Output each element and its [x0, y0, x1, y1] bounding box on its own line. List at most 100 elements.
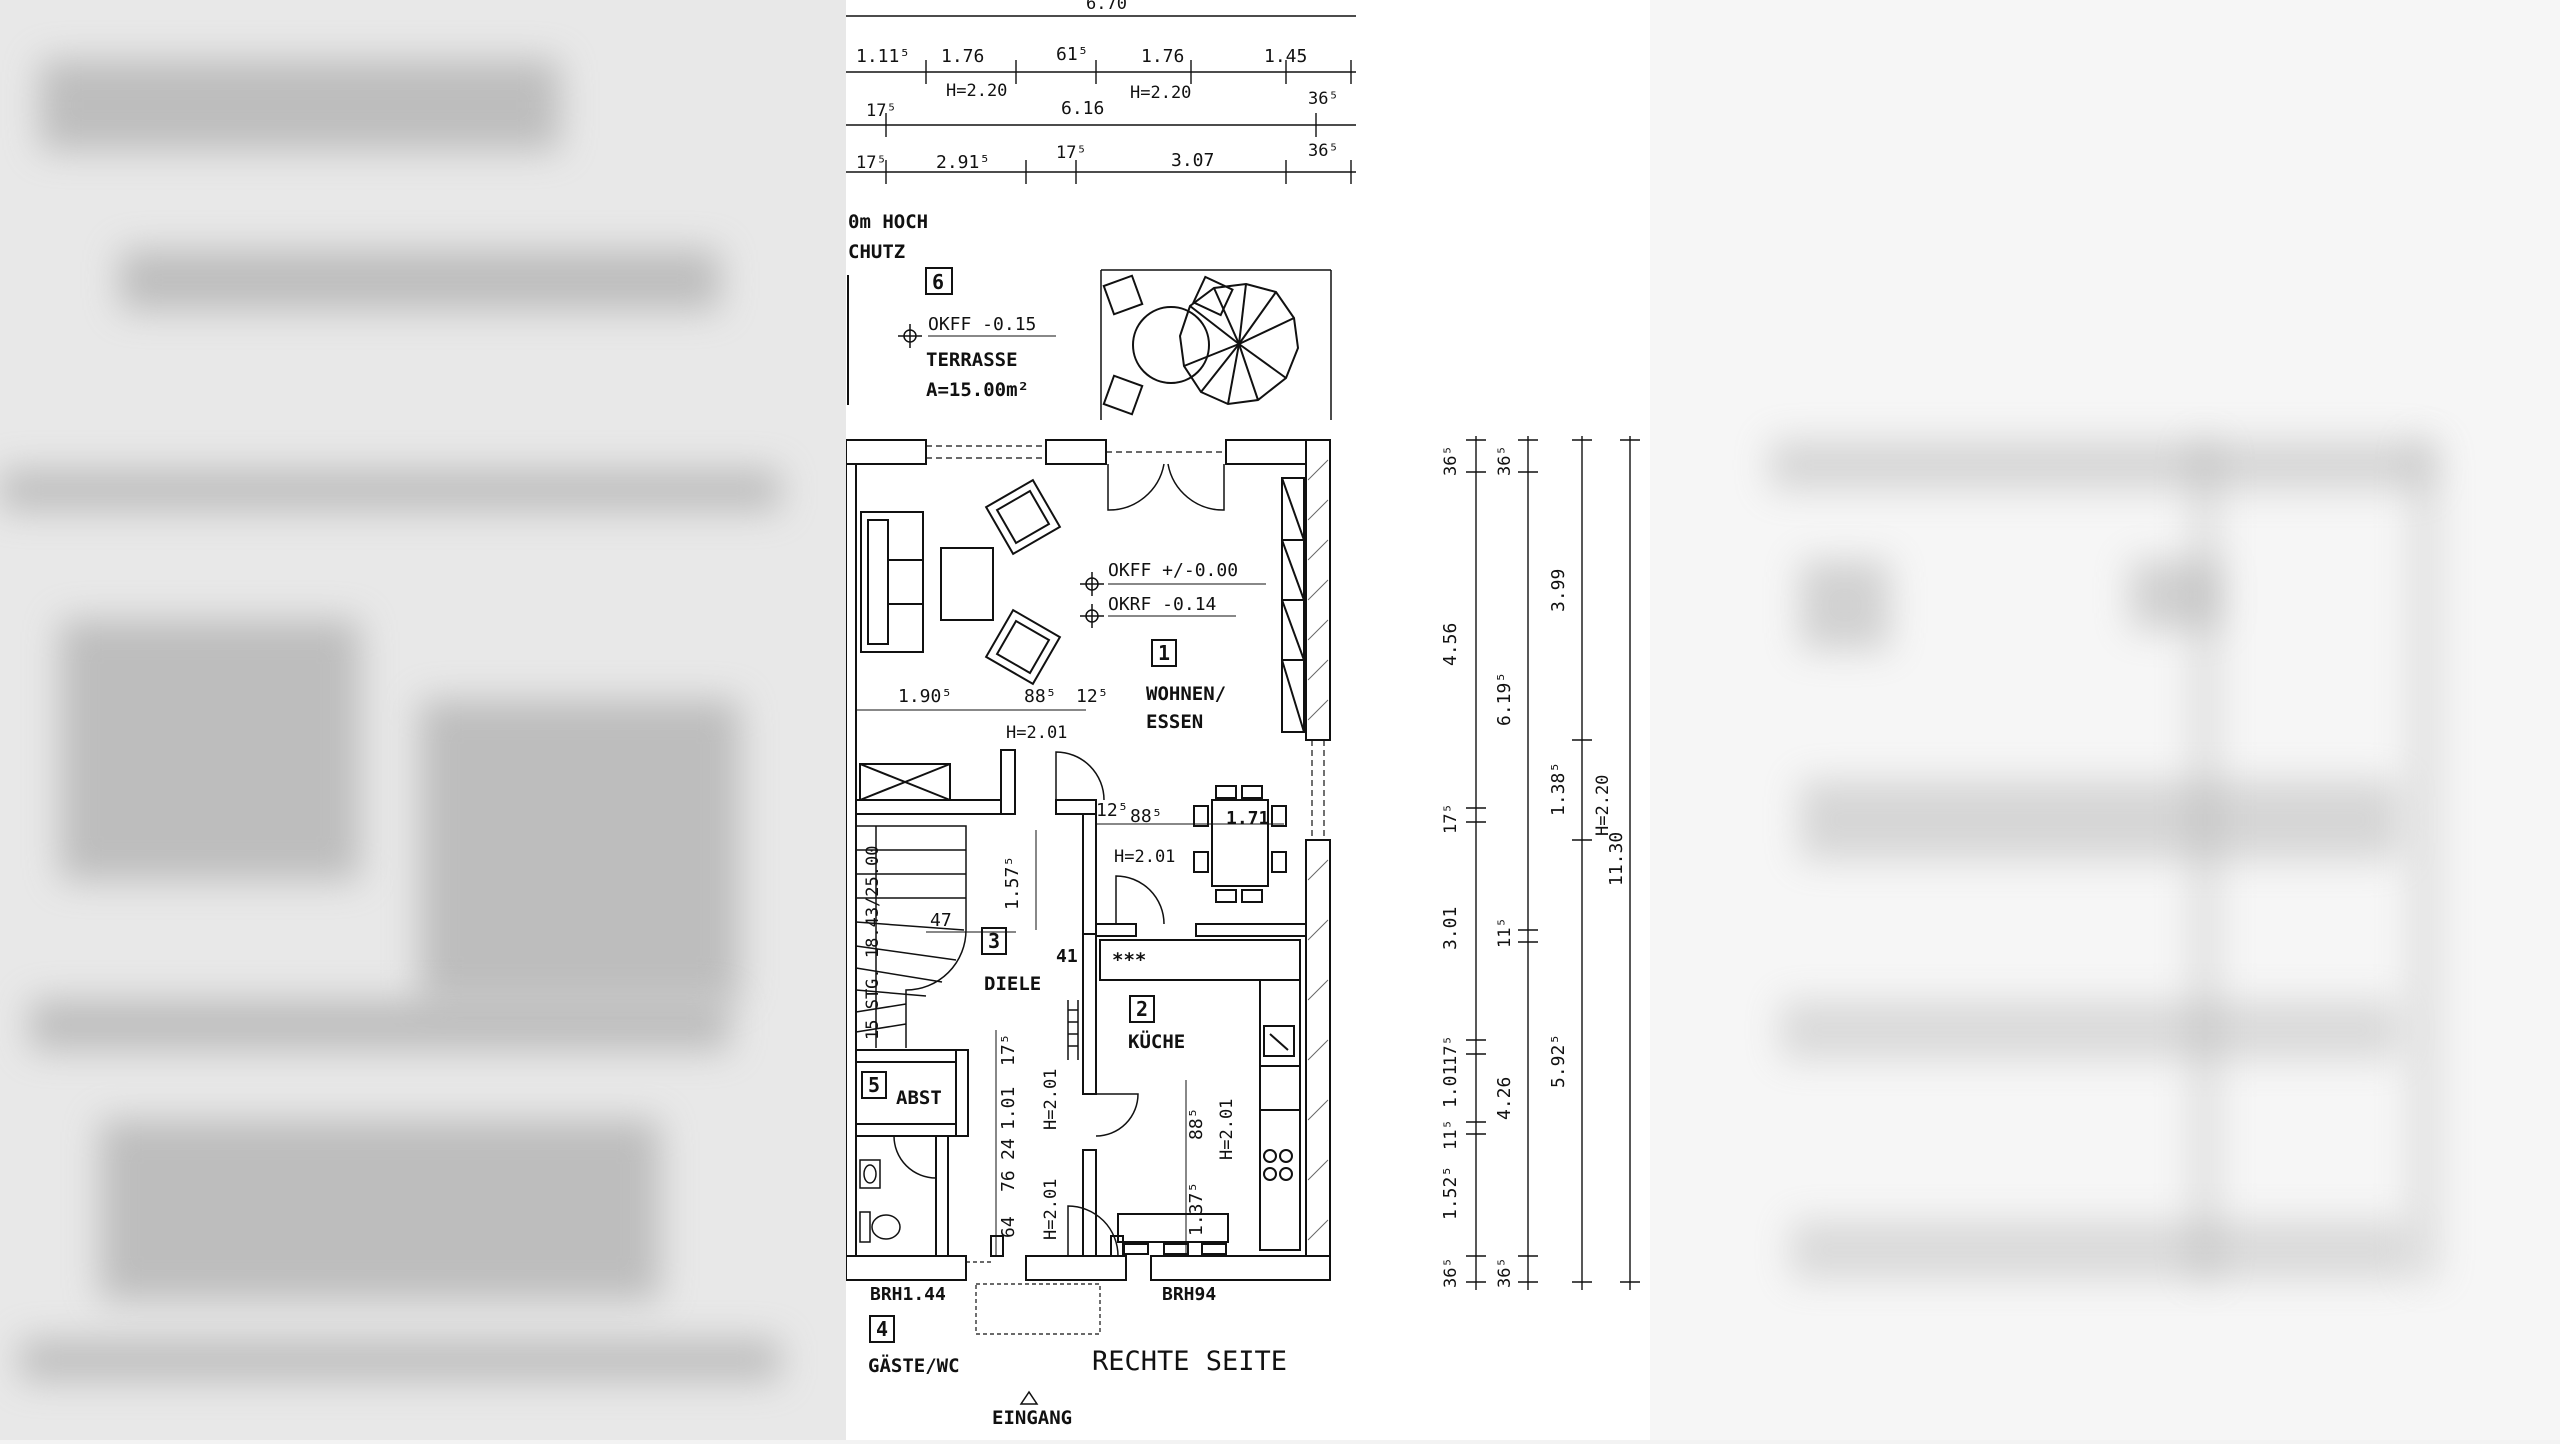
hall-dim-2: 47: [930, 910, 952, 931]
hall-dim-4: 17⁵: [998, 1033, 1019, 1066]
staircase-icon: [855, 825, 967, 1048]
dim-top-5: 1.45: [1264, 46, 1307, 67]
washbasin-icon: [859, 1159, 881, 1189]
dim-mid-1: 17⁵: [866, 101, 897, 121]
rdim-c1-7: 11⁵: [1441, 1119, 1461, 1150]
toilet-icon: [859, 1211, 901, 1243]
storage-number: 5: [868, 1073, 880, 1097]
hall-name: DIELE: [984, 973, 1041, 995]
kitchen-name: KÜCHE: [1128, 1029, 1185, 1053]
terrace-name: TERRASSE: [926, 349, 1018, 371]
dim-top-1: 1.11⁵: [856, 46, 910, 67]
door-swing-icon: [1055, 751, 1105, 801]
living-okrf: OKRF -0.14: [1108, 594, 1216, 615]
rdim-c3-3: 5.92⁵: [1548, 1034, 1569, 1088]
side-title: RECHTE SEITE: [1092, 1346, 1287, 1377]
wc-door-swing-icon: [893, 1135, 937, 1179]
hall-number: 3: [988, 929, 1000, 953]
rdim-c1-1: 36⁵: [1441, 445, 1461, 476]
hall-dim-3: 41: [1056, 946, 1078, 967]
kitchen-dim-2: 1.37⁵: [1186, 1182, 1207, 1236]
dim-mid-3: 36⁵: [1308, 89, 1339, 109]
kitchen-door-height: H=2.01: [1217, 1099, 1237, 1160]
rdim-c1-4: 3.01: [1440, 907, 1461, 950]
hall-door-height-2: H=2.01: [1041, 1179, 1061, 1240]
kitchen-table-icon: [1117, 1213, 1229, 1255]
right-dimension-chains: [1466, 436, 1640, 1290]
fireplace-icon: [859, 763, 951, 801]
height-window-2: H=2.20: [1130, 83, 1191, 103]
terrace-note-line2: CHUTZ: [848, 241, 905, 263]
kitchen-number-box: [1129, 995, 1155, 1023]
rdim-c3-2: 1.38⁵: [1548, 762, 1569, 816]
rdim-c2-2: 6.19⁵: [1494, 672, 1515, 726]
dim-bot-3: 17⁵: [1056, 143, 1087, 163]
rdim-c1-8: 1.52⁵: [1440, 1166, 1461, 1220]
hall-number-box: [981, 927, 1007, 955]
living-dim-1: 1.90⁵: [898, 686, 952, 707]
wc-number-box: [869, 1315, 895, 1343]
cabinet-icon: [1281, 477, 1305, 733]
terrace-area: A=15.00m²: [926, 379, 1029, 401]
living-name-line1: WOHNEN/: [1146, 683, 1226, 705]
kitchen-stove-marks: ***: [1112, 949, 1146, 971]
dim-bot-4: 3.07: [1171, 150, 1214, 171]
living-dim-3: 12⁵: [1076, 686, 1109, 707]
door-swing-icon: [1115, 875, 1165, 925]
dim-top-4: 1.76: [1141, 46, 1184, 67]
table-dim-3: 1.71: [1226, 808, 1269, 829]
interior-walls: [855, 749, 1307, 1257]
armchair-icon: [984, 478, 1062, 686]
entrance-door-swing-icon: [1067, 1205, 1119, 1257]
level-marker-icon: [898, 324, 922, 348]
living-door-height: H=2.01: [1006, 723, 1067, 743]
rdim-c2-4: 4.26: [1494, 1077, 1515, 1120]
wc-window-label: BRH1.44: [870, 1284, 946, 1305]
dim-top-2: 1.76: [941, 46, 984, 67]
kitchen-number: 2: [1136, 997, 1148, 1021]
hall-dim-7: 76: [998, 1170, 1019, 1192]
living-okff: OKFF +/-0.00: [1108, 560, 1238, 581]
living-number-box: [1151, 639, 1177, 667]
living-number: 1: [1158, 641, 1170, 665]
rdim-c1-5: 17⁵: [1441, 1035, 1461, 1066]
rdim-c1-9: 36⁵: [1441, 1257, 1461, 1288]
table-dim-1: 12⁵: [1096, 800, 1129, 821]
rdim-c1-2: 4.56: [1440, 623, 1461, 666]
blurred-left-background: [0, 0, 846, 1440]
coffee-table-icon: [940, 547, 994, 621]
entrance-steps-icon: [975, 1283, 1101, 1335]
floor-plan-sheet: 6.70 1.11⁵ 1.76 61⁵ 1.76 1.45 H=2.20 H=2…: [845, 0, 1650, 1440]
rdim-c2-5: 36⁵: [1495, 1257, 1515, 1288]
hall-dim-1: 1.57⁵: [1002, 856, 1023, 910]
radiator-icon: [1067, 1000, 1079, 1060]
sofa-icon: [860, 511, 924, 653]
living-name-line2: ESSEN: [1146, 711, 1203, 733]
rdim-c2-1: 36⁵: [1495, 445, 1515, 476]
terrace-level: OKFF -0.15: [928, 314, 1036, 335]
kitchen-counter-icon: [1099, 939, 1301, 1251]
dim-bot-1: 17⁵: [856, 153, 887, 173]
kitchen-dim-1: 88⁵: [1186, 1107, 1207, 1140]
hall-door-height-1: H=2.01: [1041, 1069, 1061, 1130]
kitchen-door-height-label: H=2.01: [1114, 847, 1175, 867]
rdim-c1-6: 1.01: [1440, 1065, 1461, 1108]
terrace-door-icon: [1107, 463, 1225, 511]
dim-bot-5: 36⁵: [1308, 141, 1339, 161]
kitchen-window-label: BRH94: [1162, 1284, 1216, 1305]
table-dim-2: 88⁵: [1130, 806, 1163, 827]
rdim-c2-3: 11⁵: [1495, 917, 1515, 948]
garden-table-icon: [1102, 274, 1234, 416]
living-dim-2: 88⁵: [1024, 686, 1057, 707]
door-swing-icon: [1095, 1093, 1139, 1137]
level-marker-icon: [1080, 572, 1104, 628]
hall-dim-5: 1.01: [998, 1087, 1019, 1130]
top-dimension-chains: [846, 15, 1356, 184]
dining-table-icon: [1193, 785, 1287, 903]
hall-dim-6: 24: [998, 1138, 1019, 1160]
dim-mid-2: 6.16: [1061, 98, 1104, 119]
blurred-right-background: [1650, 0, 2560, 1440]
wc-name: GÄSTE/WC: [868, 1353, 960, 1377]
rdim-c3-1: 3.99: [1548, 569, 1569, 612]
dim-top-3: 61⁵: [1056, 44, 1089, 65]
